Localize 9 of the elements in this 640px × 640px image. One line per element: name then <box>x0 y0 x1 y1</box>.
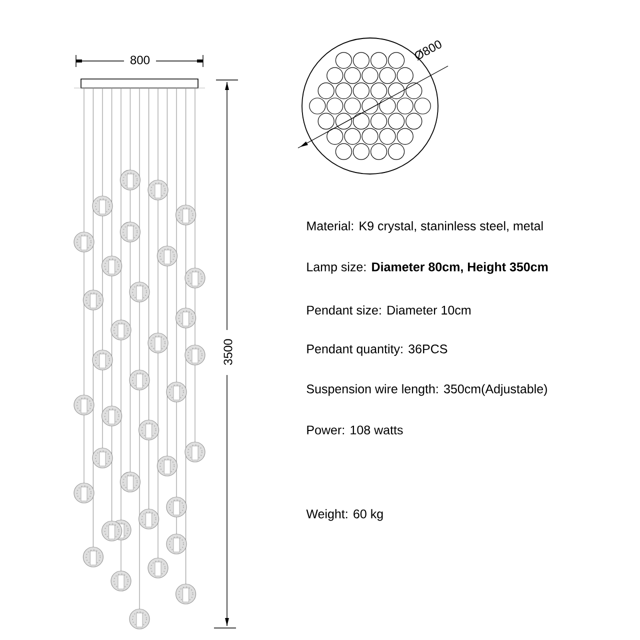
spec-text: Pendant size: Diameter 10cm <box>307 305 470 315</box>
dimension-label: 800 <box>130 56 150 64</box>
spec-text: Power: 108 watts <box>307 426 403 434</box>
spec-text: Weight: 60 kg <box>306 509 383 521</box>
spec-text: Pendant quantity: 36PCS <box>307 344 448 356</box>
dimension-label: 3500 <box>224 339 232 365</box>
spec-text: Lamp size: Diameter 80cm, Height 350cm <box>307 262 548 274</box>
spec-text: Material: K9 crystal, staninless steel, metal <box>307 221 543 233</box>
spec-text: Suspension wire length: 350cm(Adjustable) <box>306 384 547 396</box>
